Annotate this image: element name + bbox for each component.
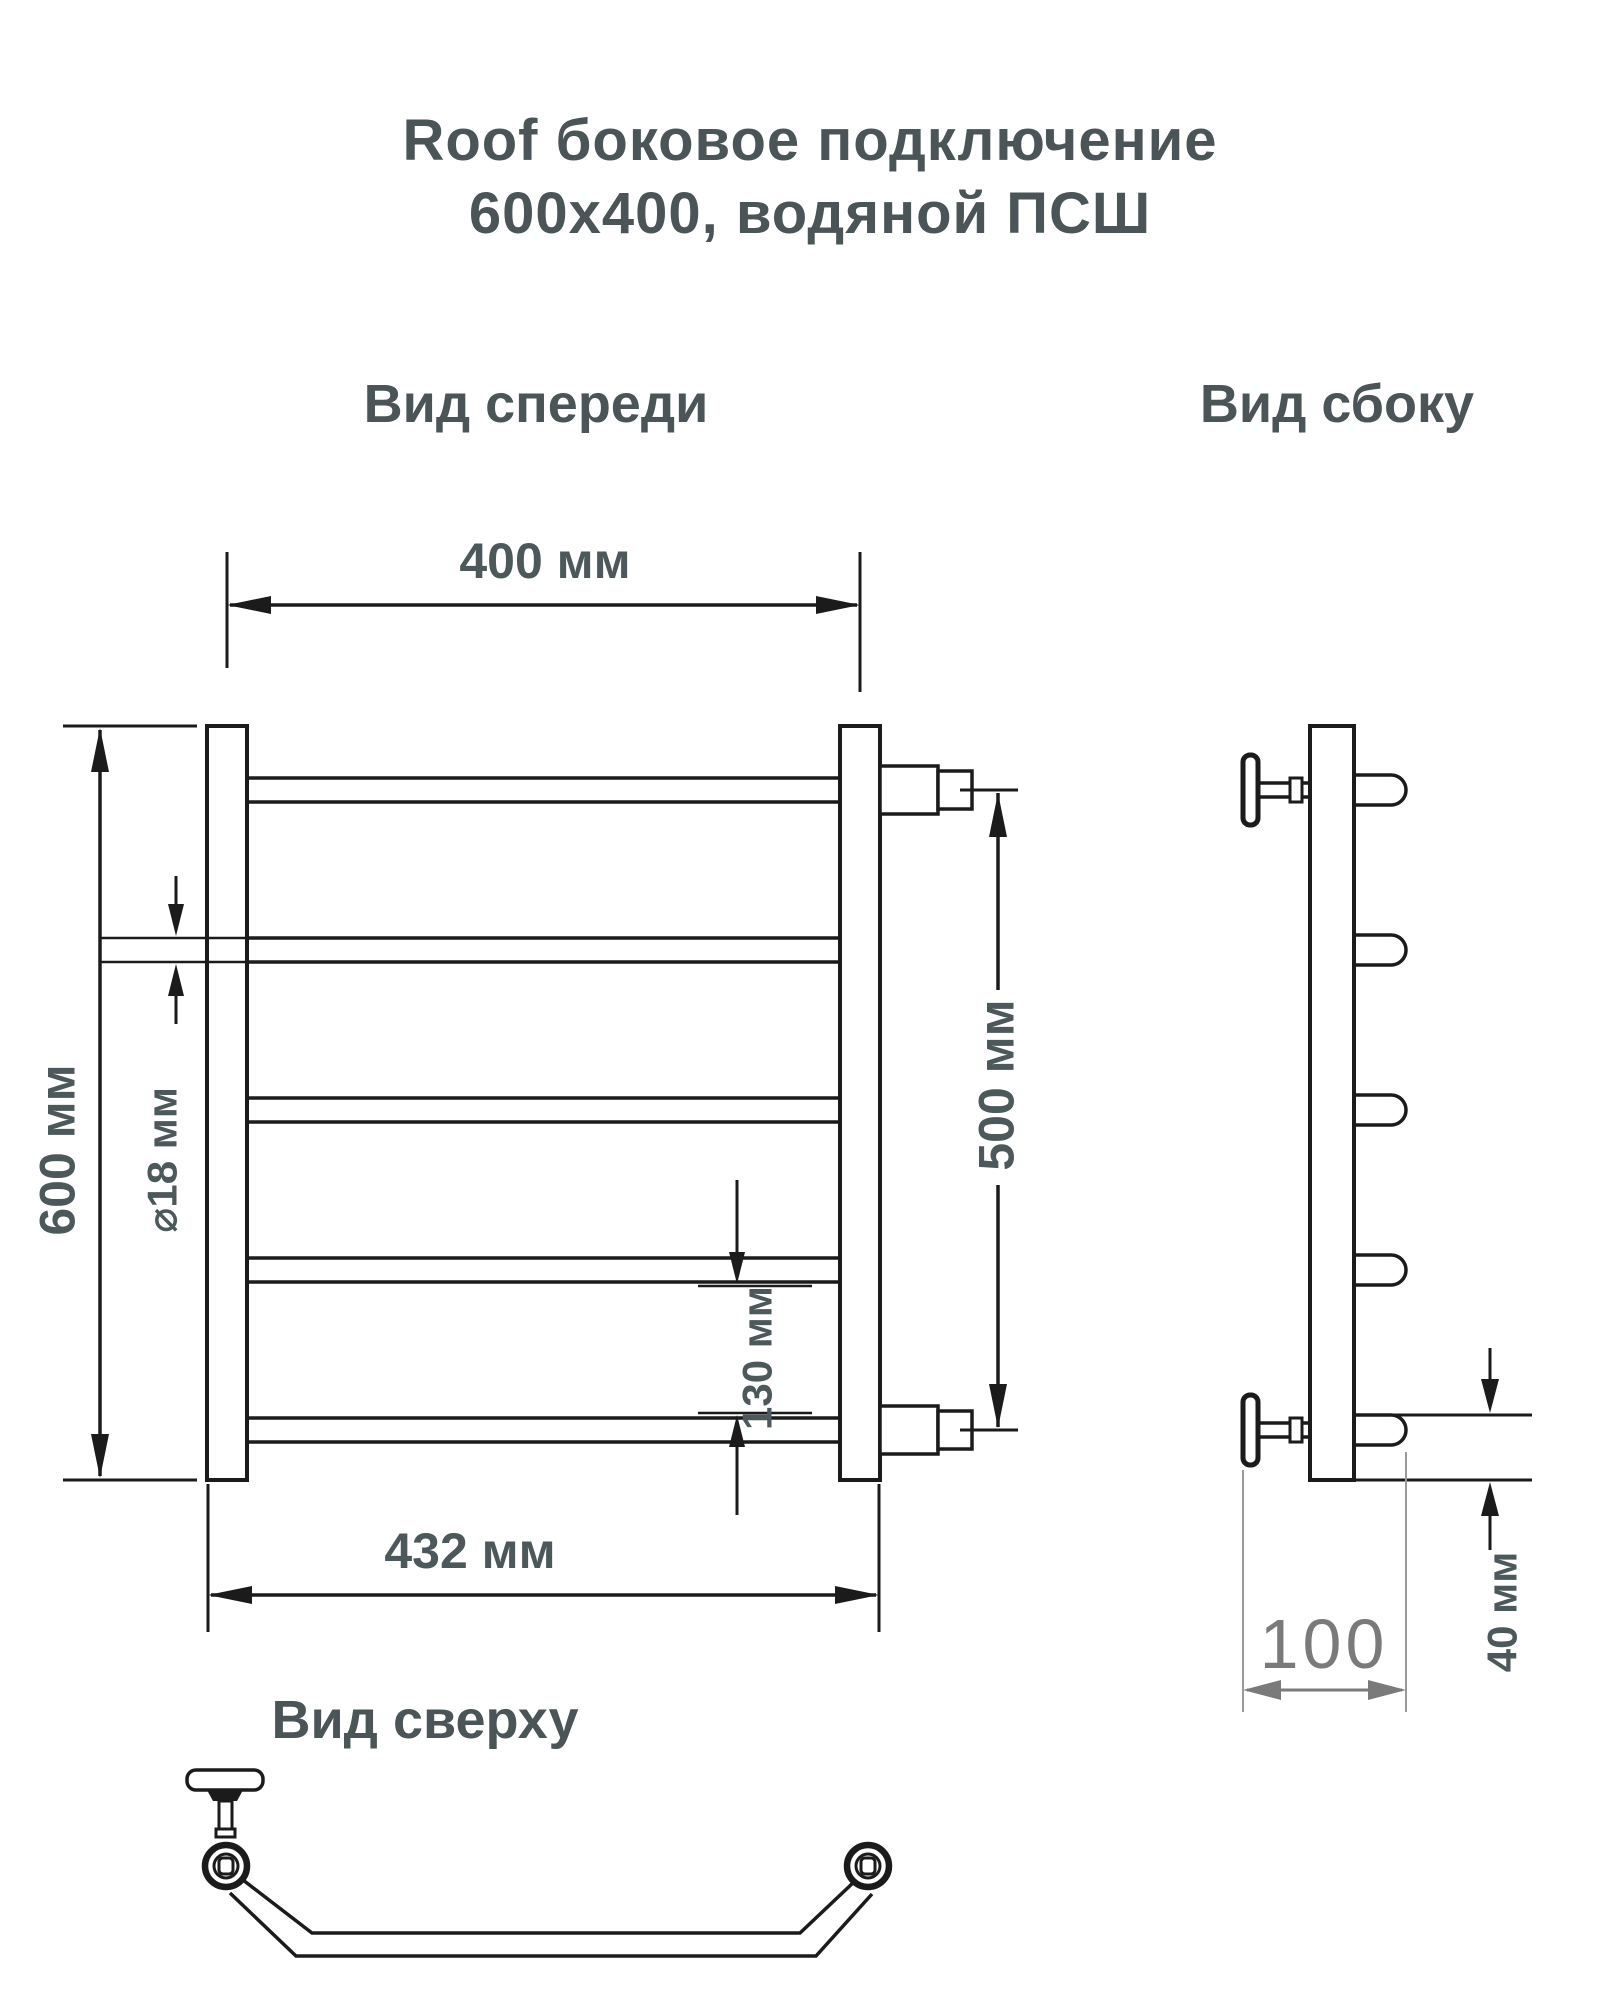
rung-3 xyxy=(245,1096,842,1124)
bracket-stem xyxy=(217,1799,234,1831)
bracket-disc xyxy=(1240,1392,1261,1468)
side-view-label: Вид сбоку xyxy=(1200,374,1474,434)
tube-diameter-value: ⌀18 мм xyxy=(139,1087,186,1233)
pill-3 xyxy=(1354,1093,1408,1127)
top-view-bracket xyxy=(185,1768,265,1839)
rung-4 xyxy=(245,1256,842,1284)
arrowhead-up xyxy=(729,1415,745,1447)
pill-2 xyxy=(1354,933,1408,967)
arrowhead-down xyxy=(91,1434,109,1478)
front-view-label: Вид спереди xyxy=(364,374,709,434)
arrowhead-right xyxy=(816,596,860,614)
bottom-rung-gap-value: 130 мм xyxy=(734,1286,781,1430)
arrowhead-up xyxy=(1481,1482,1499,1516)
bracket-stem-collar xyxy=(214,1827,237,1839)
top-view-label: Вид сверху xyxy=(271,1690,578,1750)
dim-rail-width: 400 мм xyxy=(225,533,862,692)
rail-width-value: 400 мм xyxy=(459,533,630,589)
dim-bottom-offset: 40 мм xyxy=(1310,1348,1532,1672)
side-view xyxy=(1240,724,1408,1482)
pill-1 xyxy=(1354,773,1408,807)
arrowhead-up xyxy=(168,964,184,996)
dim-rail-height: 600 мм xyxy=(30,724,197,1482)
top-view xyxy=(185,1768,893,1958)
top-side-fitting xyxy=(878,764,974,816)
wall-offset-value: 100 xyxy=(1260,1605,1389,1683)
side-rung-ends xyxy=(1354,773,1408,1447)
dim-connection-spacing: 500 мм xyxy=(960,788,1025,1432)
bottom-offset-value: 40 мм xyxy=(1479,1552,1526,1673)
title-line2: 600х400, водяной ПСШ xyxy=(469,181,1151,246)
bracket-plate-lip xyxy=(207,1790,243,1801)
connection-spacing-value: 500 мм xyxy=(969,999,1025,1170)
bracket-plate xyxy=(185,1768,265,1792)
arrowhead-up xyxy=(91,728,109,772)
arrowhead-right xyxy=(835,1586,879,1604)
dim-tube-diameter: ⌀18 мм xyxy=(100,876,318,1233)
arrowhead-left xyxy=(227,596,271,614)
rung-1 xyxy=(245,776,842,804)
dim-bottom-rung-gap: 130 мм xyxy=(698,1180,812,1515)
title-block: Roof боковое подключение 600х400, водяно… xyxy=(402,108,1217,246)
rail-height-value: 600 мм xyxy=(30,1064,86,1235)
front-rungs xyxy=(245,776,842,1444)
arrowhead-left xyxy=(1243,1680,1281,1700)
arrowhead-right xyxy=(1368,1680,1406,1700)
pill-5 xyxy=(1354,1413,1408,1447)
dim-overall-width: 432 мм xyxy=(206,1484,881,1632)
front-right-post xyxy=(838,724,882,1482)
bottom-side-fitting xyxy=(878,1404,974,1456)
rung-2 xyxy=(245,936,842,964)
arrowhead-down xyxy=(729,1252,745,1284)
arrowhead-down xyxy=(1481,1379,1499,1413)
side-post xyxy=(1308,724,1356,1482)
bracket-collar xyxy=(1288,1416,1304,1444)
arrowhead-up xyxy=(989,793,1007,837)
arrowhead-down xyxy=(168,904,184,936)
bracket-disc xyxy=(1240,752,1261,828)
bracket-collar xyxy=(1288,776,1304,804)
front-left-post xyxy=(205,724,249,1482)
top-view-left-fitting xyxy=(201,1841,251,1891)
top-view-tube xyxy=(228,1878,874,1958)
top-view-right-fitting xyxy=(843,1841,893,1891)
dim-wall-offset: 100 xyxy=(1242,1452,1407,1712)
pill-4 xyxy=(1354,1253,1408,1287)
front-view xyxy=(205,724,974,1482)
arrowhead-down xyxy=(989,1384,1007,1428)
arrowhead-left xyxy=(208,1586,252,1604)
side-bottom-bracket xyxy=(1240,1392,1310,1468)
overall-width-value: 432 мм xyxy=(384,1523,555,1579)
title-line1: Roof боковое подключение xyxy=(402,108,1217,173)
side-top-bracket xyxy=(1240,752,1310,828)
